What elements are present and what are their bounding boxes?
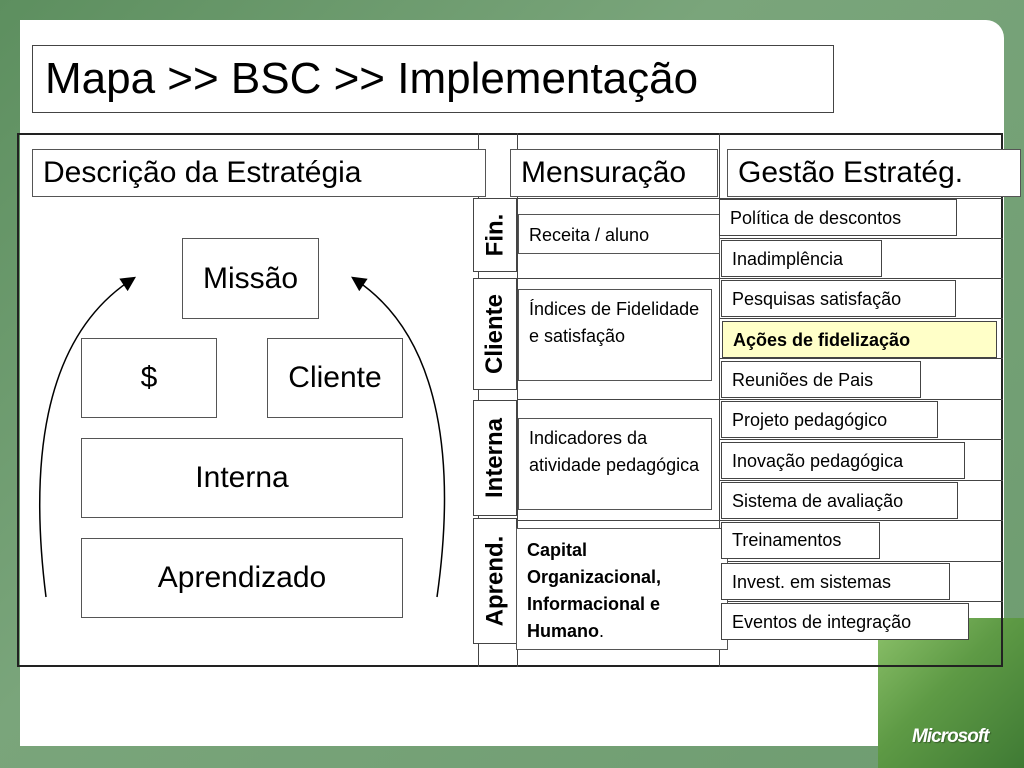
perspective-internal-label: Interna	[473, 400, 517, 516]
metric-learning: Capital Organizacional, Informacional e …	[516, 528, 728, 650]
row-divider	[517, 198, 1003, 199]
main-frame	[17, 133, 1003, 667]
action-item: Pesquisas satisfação	[721, 280, 956, 317]
action-item: Eventos de integração	[721, 603, 969, 640]
learning-box: Aprendizado	[81, 538, 403, 618]
action-item: Reuniões de Pais	[721, 361, 921, 398]
row-divider	[719, 439, 1003, 440]
action-item: Política de descontos	[719, 199, 957, 236]
action-item: Sistema de avaliação	[721, 482, 958, 519]
action-item: Invest. em sistemas	[721, 563, 950, 600]
row-divider	[719, 561, 1003, 562]
right-arrow	[351, 276, 446, 598]
action-item: Projeto pedagógico	[721, 401, 938, 438]
page-title: Mapa >> BSC >> Implementação	[32, 45, 834, 113]
mission-box: Missão	[182, 238, 319, 319]
row-divider	[517, 278, 1003, 279]
action-item: Treinamentos	[721, 522, 880, 559]
column-divider	[517, 133, 518, 667]
metric-internal: Indicadores da atividade pedagógica	[518, 418, 712, 510]
row-divider	[719, 601, 1003, 602]
perspective-financial-label: Fin.	[473, 198, 517, 272]
row-divider	[719, 318, 1003, 319]
header-strategy: Descrição da Estratégia	[32, 149, 486, 197]
perspective-learning-label: Aprend.	[473, 518, 517, 644]
column-divider	[719, 133, 720, 667]
metric-customer: Índices de Fidelidade e satisfação	[518, 289, 712, 381]
row-divider	[517, 399, 1003, 400]
header-measurement: Mensuração	[510, 149, 718, 197]
action-item: Inadimplência	[721, 240, 882, 277]
corner-decoration	[878, 618, 1024, 768]
financial-box: $	[81, 338, 217, 418]
row-divider	[719, 238, 1003, 239]
row-divider	[719, 358, 1003, 359]
row-divider	[517, 520, 1003, 521]
action-item: Inovação pedagógica	[721, 442, 965, 479]
internal-box: Interna	[81, 438, 403, 518]
header-management: Gestão Estratég.	[727, 149, 1021, 197]
perspective-customer-label: Cliente	[473, 278, 517, 390]
left-arrow	[38, 276, 137, 598]
row-divider	[719, 480, 1003, 481]
microsoft-logo: Microsoft	[912, 726, 989, 747]
action-item-highlighted: Ações de fidelização	[722, 321, 997, 358]
metric-financial: Receita / aluno	[518, 214, 720, 254]
customer-box: Cliente	[267, 338, 403, 418]
